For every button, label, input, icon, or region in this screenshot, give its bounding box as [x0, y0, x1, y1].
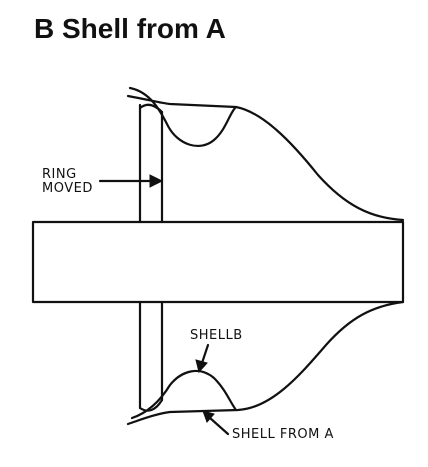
label-ring: RING: [42, 167, 77, 182]
shell-from-a-lower: [126, 300, 405, 426]
shell-b-lower: [130, 369, 238, 420]
shaft: [31, 220, 405, 304]
shell-b-pointer: [200, 343, 210, 365]
shell-from-a-upper: [126, 94, 405, 222]
label-shell-b: SHELLB: [190, 328, 243, 343]
label-shell-from-a: SHELL FROM A: [232, 427, 334, 442]
ring-lower-cap: [138, 398, 164, 412]
shell-b-arrowhead: [195, 359, 208, 374]
figure-title: B Shell from A: [34, 13, 226, 44]
ring-moved-arrowhead: [149, 174, 164, 188]
shell-from-a-pointer: [208, 416, 230, 436]
shell-b-upper: [128, 86, 238, 147]
label-moved: MOVED: [42, 181, 93, 196]
shell-from-a-arrowhead: [202, 410, 215, 423]
